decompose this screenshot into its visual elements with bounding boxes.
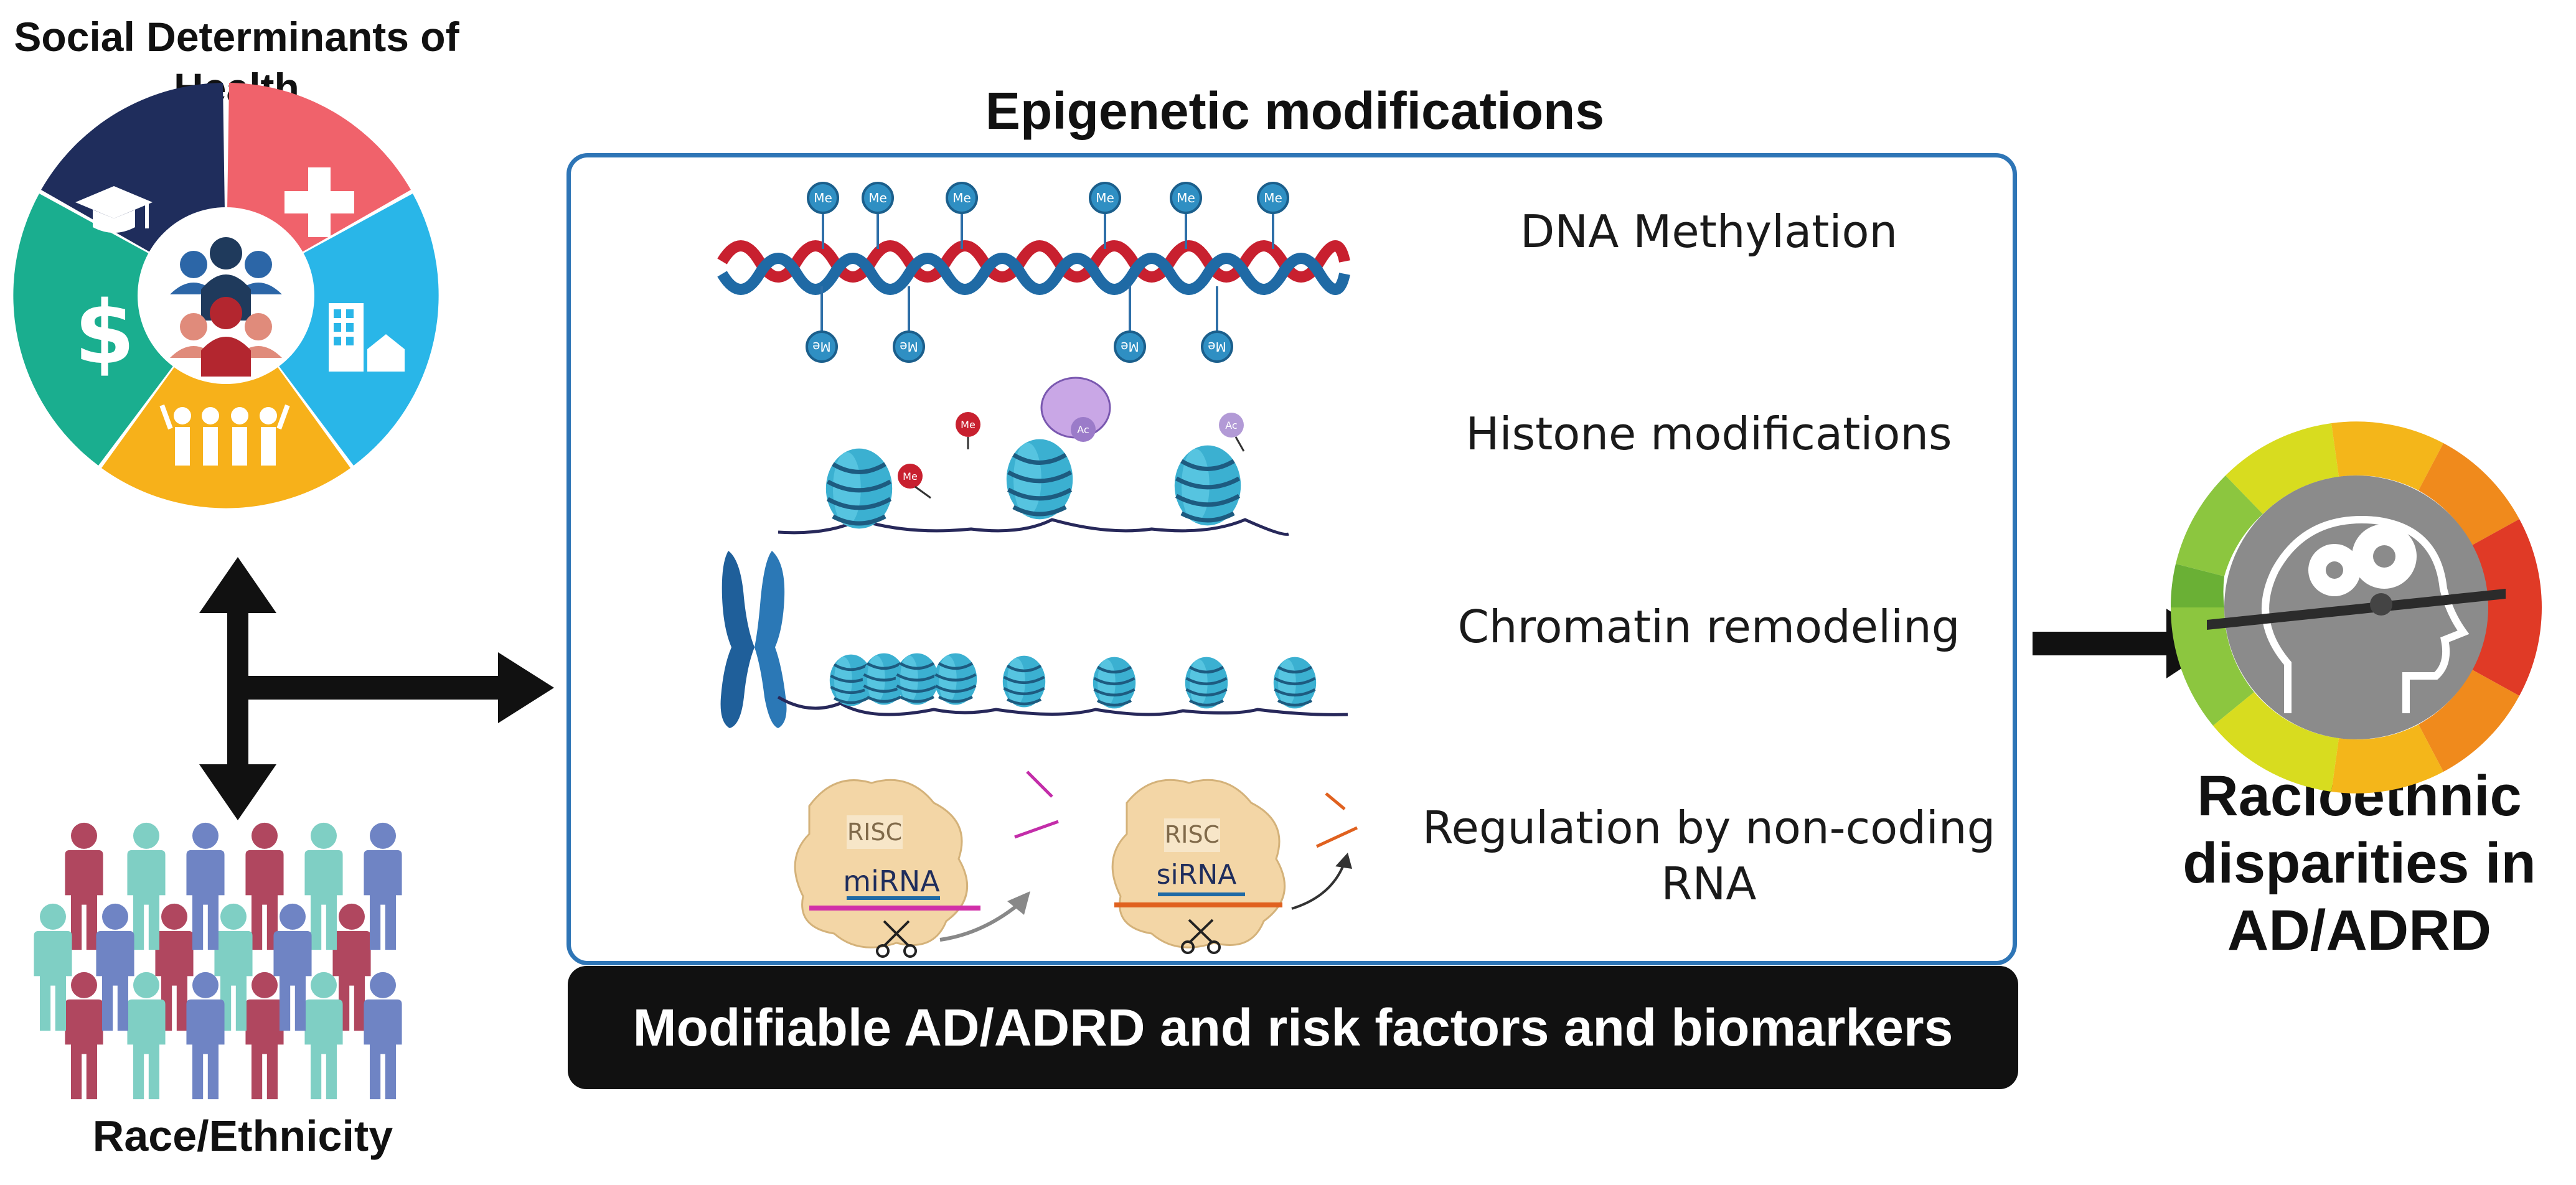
gauge-segment-green: [2176, 475, 2263, 576]
arrow-curved-1: [939, 901, 1022, 942]
people-group-icon: [159, 404, 290, 466]
epigenetics-box: [566, 153, 2017, 965]
medical-cross-icon: [284, 167, 354, 237]
nucleosome-icon: [1093, 657, 1135, 709]
chromosome-icon: [720, 551, 787, 728]
svg-text:Me: Me: [903, 471, 918, 482]
nucleosome-icon: [826, 449, 892, 529]
svg-text:Me: Me: [952, 190, 971, 205]
svg-text:Me: Me: [1208, 339, 1226, 354]
sdoh-wheel: $: [13, 83, 439, 508]
graduation-cap-icon: [75, 186, 153, 233]
risc-label-2: RISC: [1165, 821, 1220, 848]
people-crowd-icon: [34, 822, 402, 1100]
gauge-needle-icon: [2207, 589, 2506, 630]
gears-icon: [2308, 524, 2417, 596]
head-silhouette-icon: [2262, 516, 2470, 713]
wheel-segment-income: [13, 194, 226, 466]
svg-text:Me: Me: [900, 339, 918, 354]
svg-text:Ac: Ac: [1225, 419, 1237, 431]
svg-text:Me: Me: [814, 190, 832, 205]
svg-text:Me: Me: [1177, 190, 1195, 205]
nucleosome-icon: [1175, 446, 1241, 526]
noncoding-rna-illustration: RISC miRNA RISC siRNA: [794, 770, 1358, 958]
wheel-segment-community: [101, 296, 350, 508]
svg-text:$: $: [74, 283, 134, 384]
chromatin-remodeling-illustration: [720, 551, 1348, 728]
mirna-label: miRNA: [843, 864, 940, 898]
nucleosome-icon: [1007, 439, 1073, 520]
sirna-label: siRNA: [1157, 859, 1237, 891]
risc-complex-mirna: [794, 779, 969, 948]
scissors-icon: [876, 919, 1221, 958]
brain-gears-gauge: [2170, 421, 2542, 794]
svg-text:Me: Me: [812, 339, 831, 354]
epigenetics-title: Epigenetic modifications: [985, 82, 1605, 140]
connector-arrows: [199, 557, 554, 820]
svg-text:Me: Me: [868, 190, 887, 205]
sirna-fragments: [1315, 792, 1358, 848]
building-house-icon: [329, 303, 405, 372]
chromatin-remodeling-label: Chromatin remodeling: [1457, 601, 1960, 653]
risc-label-1: RISC: [847, 818, 902, 846]
modifiable-factors-bar: Modifiable AD/ADRD and risk factors and …: [568, 966, 2018, 1089]
dollar-icon: $: [74, 283, 134, 384]
svg-text:Me: Me: [1264, 190, 1282, 205]
nucleosome-icon: [1003, 656, 1045, 708]
nucleosome-icon: [896, 653, 938, 705]
nucleosome-icon: [934, 653, 977, 705]
svg-text:Me: Me: [961, 419, 975, 431]
svg-text:Me: Me: [1096, 190, 1114, 205]
arrow-curved-2: [1291, 861, 1346, 910]
nucleosome-icon: [1274, 657, 1316, 709]
dna-methylation-label: DNA Methylation: [1520, 205, 1898, 258]
mirna-fragments: [1014, 770, 1059, 839]
svg-text:Ac: Ac: [1077, 424, 1089, 436]
svg-text:Me: Me: [1121, 339, 1139, 354]
race-ethnicity-title: Race/Ethnicity: [92, 1112, 393, 1160]
nucleosome-icon: [1185, 657, 1228, 709]
noncoding-rna-label: Regulation by non-coding RNA: [1422, 802, 1996, 910]
histone-modifications-illustration: Me Me Ac Ac: [778, 377, 1289, 536]
histone-modifications-label: Histone modifications: [1465, 408, 1952, 460]
